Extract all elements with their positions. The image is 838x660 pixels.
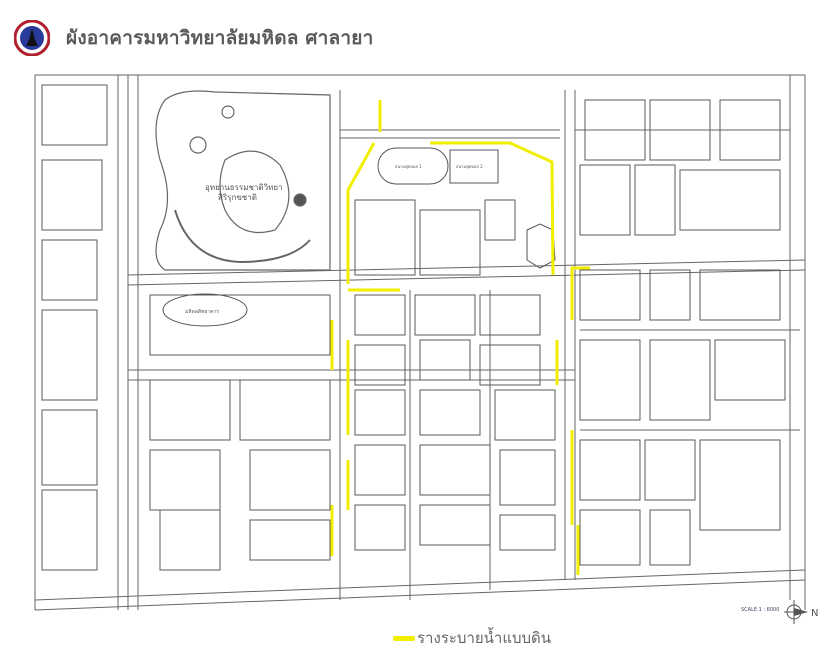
building	[579, 339, 641, 421]
building	[479, 294, 541, 336]
building	[249, 519, 331, 561]
north-arrow-icon: N	[784, 600, 818, 624]
nature-park	[155, 90, 331, 271]
building	[579, 509, 641, 566]
building	[354, 294, 406, 336]
building	[419, 444, 491, 496]
building	[479, 344, 541, 386]
page-header: ผังอาคารมหาวิทยาลัยมหิดล ศาลายา	[14, 18, 373, 58]
building	[354, 199, 416, 276]
auditorium-building	[162, 293, 248, 327]
legend-label: รางระบายน้ำแบบดิน	[417, 629, 552, 647]
building	[649, 99, 711, 161]
building	[579, 269, 641, 321]
building	[634, 164, 676, 236]
building	[419, 339, 471, 381]
building	[149, 379, 231, 441]
drainage-line	[430, 141, 555, 276]
building	[149, 449, 221, 511]
building	[41, 239, 98, 301]
building	[499, 449, 556, 506]
drainage-lines	[330, 100, 590, 575]
building	[714, 339, 786, 401]
building	[249, 449, 331, 511]
university-seal-logo	[14, 20, 50, 56]
drainage-line	[346, 142, 376, 284]
building	[649, 269, 691, 321]
building	[649, 509, 691, 566]
building	[499, 514, 556, 551]
football-field-2-label: สนามฟุตบอล 2	[456, 164, 483, 170]
page-title: ผังอาคารมหาวิทยาลัยมหิดล ศาลายา	[66, 27, 374, 49]
building	[699, 439, 781, 531]
legend: รางระบายน้ำแบบดิน	[393, 626, 551, 650]
building	[239, 379, 331, 441]
drainage-line	[570, 266, 590, 320]
map-scale: SCALE 1 : 6000	[741, 607, 780, 613]
building	[41, 159, 103, 231]
building	[354, 504, 406, 551]
building	[719, 99, 781, 161]
building	[41, 409, 98, 486]
park-label: อุทยานธรรมชาติวิทยา	[205, 183, 283, 192]
building	[419, 209, 481, 276]
north-label: N	[811, 608, 818, 619]
building	[679, 169, 781, 231]
buildings	[41, 84, 786, 571]
building	[484, 199, 516, 241]
building	[414, 294, 476, 336]
park-label-line2: สิริรุกขชาติ	[218, 193, 257, 202]
athletics-track	[162, 147, 556, 327]
auditorium-label: มหิดลสิทธาคาร	[185, 308, 219, 315]
building	[354, 389, 406, 436]
building	[579, 439, 641, 501]
building	[644, 439, 696, 501]
building	[41, 84, 108, 146]
building	[41, 489, 98, 571]
building	[354, 444, 406, 496]
building	[159, 509, 221, 571]
roads	[34, 74, 806, 611]
road	[127, 259, 806, 276]
building	[579, 164, 631, 236]
building	[649, 339, 711, 421]
road	[34, 579, 806, 611]
road	[34, 569, 806, 601]
building	[584, 99, 646, 161]
legend-swatch-drain	[393, 635, 415, 641]
building	[419, 504, 491, 546]
football-field-1-label: สนามฟุตบอล 1	[395, 164, 422, 170]
building	[494, 389, 556, 441]
building	[354, 344, 406, 386]
building	[149, 294, 331, 356]
building	[699, 269, 781, 321]
road	[127, 269, 806, 286]
building	[41, 309, 98, 401]
building	[419, 389, 481, 436]
octagon-building	[526, 223, 556, 269]
